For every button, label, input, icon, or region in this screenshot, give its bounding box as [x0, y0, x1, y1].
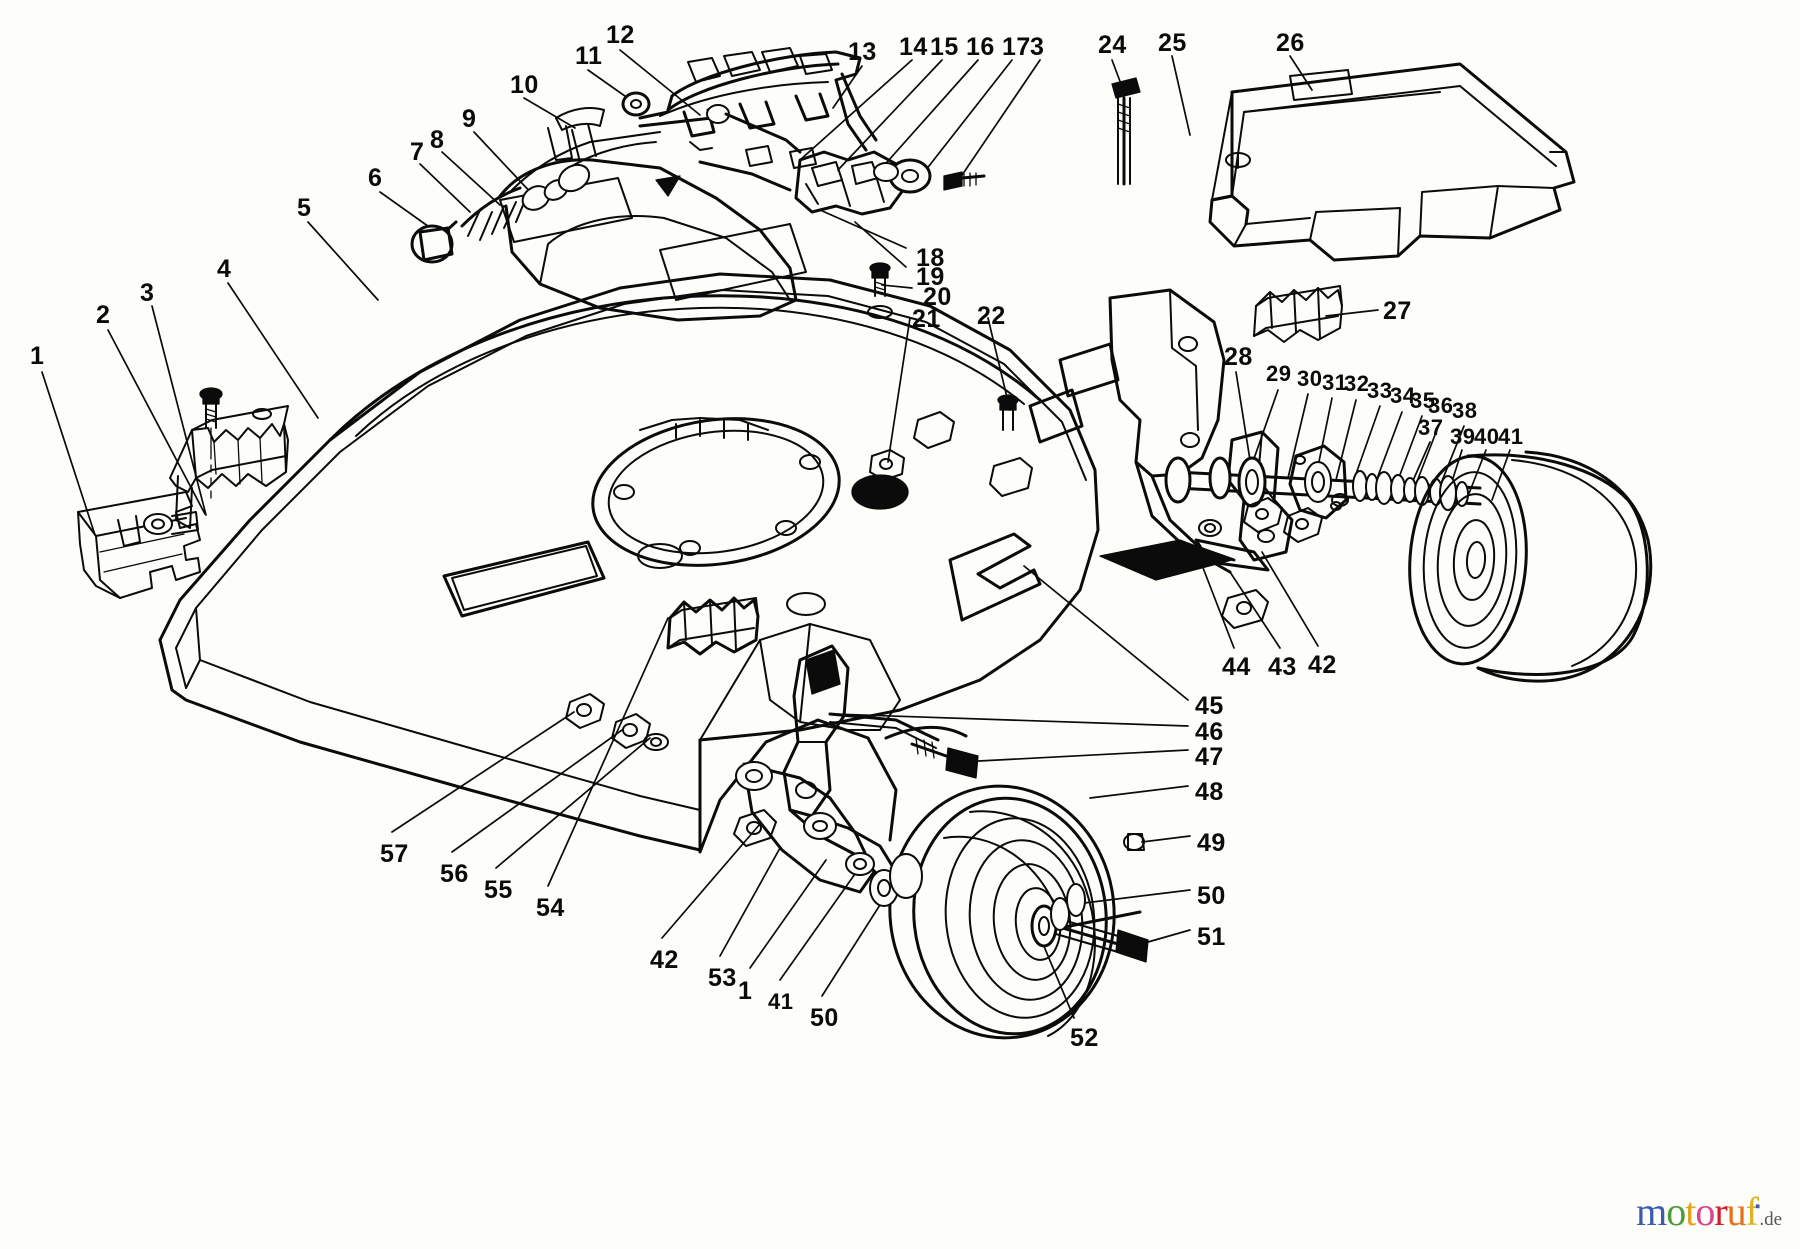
callout-number-44: 44 [1222, 653, 1251, 681]
callout-number-1: 1 [738, 977, 753, 1005]
part-28-side-plate [1028, 288, 1270, 581]
callout-number-53: 53 [708, 964, 737, 992]
callout-number-48: 48 [1195, 778, 1224, 806]
watermark-letter-o-1: o [1666, 1189, 1686, 1234]
callout-number-7: 7 [410, 138, 425, 166]
callout-number-32: 32 [1344, 371, 1370, 396]
callout-number-1: 1 [30, 342, 45, 370]
callout-number-50: 50 [810, 1004, 839, 1032]
height-adjust-lever-assembly [565, 596, 979, 907]
callout-number-40: 40 [1474, 424, 1500, 449]
callout-number-11: 11 [575, 42, 603, 70]
part-1-bracket [77, 491, 201, 599]
callout-number-55: 55 [484, 876, 513, 904]
callout-number-41: 41 [1498, 424, 1524, 449]
main-mower-deck-housing [158, 272, 1100, 854]
callout-number-39: 39 [1450, 424, 1476, 449]
callout-number-33: 33 [1367, 378, 1393, 403]
callout-number-19: 19 [916, 263, 945, 291]
callout-number-50: 50 [1197, 882, 1226, 910]
callout-number-5: 5 [297, 194, 312, 222]
callout-number-21: 21 [912, 305, 941, 333]
watermark-letter-o-3: o [1695, 1189, 1715, 1234]
handle-bail-assembly [410, 47, 878, 322]
front-wheel-bottom [888, 784, 1149, 1040]
callout-number-17: 17 [1002, 33, 1031, 61]
part-2-spiked-bracket [169, 405, 289, 529]
callout-number-18: 18 [916, 244, 945, 272]
callout-number-45: 45 [1195, 692, 1224, 720]
part-3-screw-left [199, 387, 223, 501]
callout-number-42: 42 [650, 946, 679, 974]
callout-number-42: 42 [1308, 651, 1337, 679]
control-linkage-assembly [698, 145, 1033, 497]
part-27-spiked-bracket [1253, 285, 1343, 343]
callout-number-15: 15 [930, 33, 959, 61]
toro-brand-plate [442, 540, 606, 618]
callout-number-28: 28 [1224, 343, 1253, 371]
watermark-dot-icon: ▪ [1754, 1198, 1760, 1215]
callout-number-2: 2 [96, 301, 111, 329]
watermark-tld: .de [1759, 1209, 1782, 1230]
callout-number-13: 13 [848, 38, 877, 66]
callout-number-16: 16 [966, 33, 995, 61]
rear-wheel-right [1408, 450, 1653, 683]
callout-number-36: 36 [1428, 393, 1454, 418]
callout-number-35: 35 [1410, 388, 1436, 413]
callout-number-14: 14 [899, 33, 928, 61]
callout-number-47: 47 [1195, 743, 1224, 771]
callout-number-24: 24 [1098, 31, 1127, 59]
callout-number-3: 3 [140, 279, 155, 307]
callout-number-38: 38 [1452, 398, 1478, 423]
misc-right-hardware [1221, 589, 1269, 629]
callout-number-57: 57 [380, 840, 409, 868]
callout-number-27: 27 [1383, 297, 1412, 325]
callout-number-8: 8 [430, 126, 445, 154]
callout-number-10: 10 [510, 71, 539, 99]
callout-number-30: 30 [1297, 366, 1323, 391]
watermark-letter-r-4: r [1714, 1189, 1727, 1234]
watermark-letter-t-2: t [1685, 1189, 1696, 1234]
callout-number-26: 26 [1276, 29, 1305, 57]
callout-number-54: 54 [536, 894, 565, 922]
callout-number-52: 52 [1070, 1024, 1099, 1052]
part-24-bolt [1111, 77, 1141, 186]
callout-number-41: 41 [768, 989, 794, 1014]
callout-number-31: 31 [1322, 370, 1348, 395]
callout-number-3: 3 [1030, 33, 1045, 61]
callout-number-56: 56 [440, 860, 469, 888]
callout-number-20: 20 [923, 283, 952, 311]
callout-number-22: 22 [977, 302, 1006, 330]
callout-number-49: 49 [1197, 829, 1226, 857]
callout-number-34: 34 [1390, 383, 1416, 408]
callout-number-43: 43 [1268, 653, 1297, 681]
rear-axle-hardware-stack [1164, 430, 1482, 562]
callout-number-51: 51 [1197, 923, 1226, 951]
callout-number-29: 29 [1266, 361, 1292, 386]
callout-number-6: 6 [368, 164, 383, 192]
part-26-rear-deflector-cover [1208, 62, 1576, 262]
callout-number-9: 9 [462, 105, 477, 133]
callout-number-25: 25 [1158, 29, 1187, 57]
watermark-letter-m-0: m [1636, 1189, 1667, 1234]
watermark-letter-u-5: u [1726, 1189, 1747, 1234]
motoruf-watermark: motoruf▪.de [1636, 1188, 1782, 1235]
callout-number-46: 46 [1195, 718, 1224, 746]
watermark-letter-f-6: f [1745, 1189, 1759, 1234]
callout-number-12: 12 [606, 21, 635, 49]
callout-number-4: 4 [217, 255, 232, 283]
callout-number-37: 37 [1418, 415, 1444, 440]
